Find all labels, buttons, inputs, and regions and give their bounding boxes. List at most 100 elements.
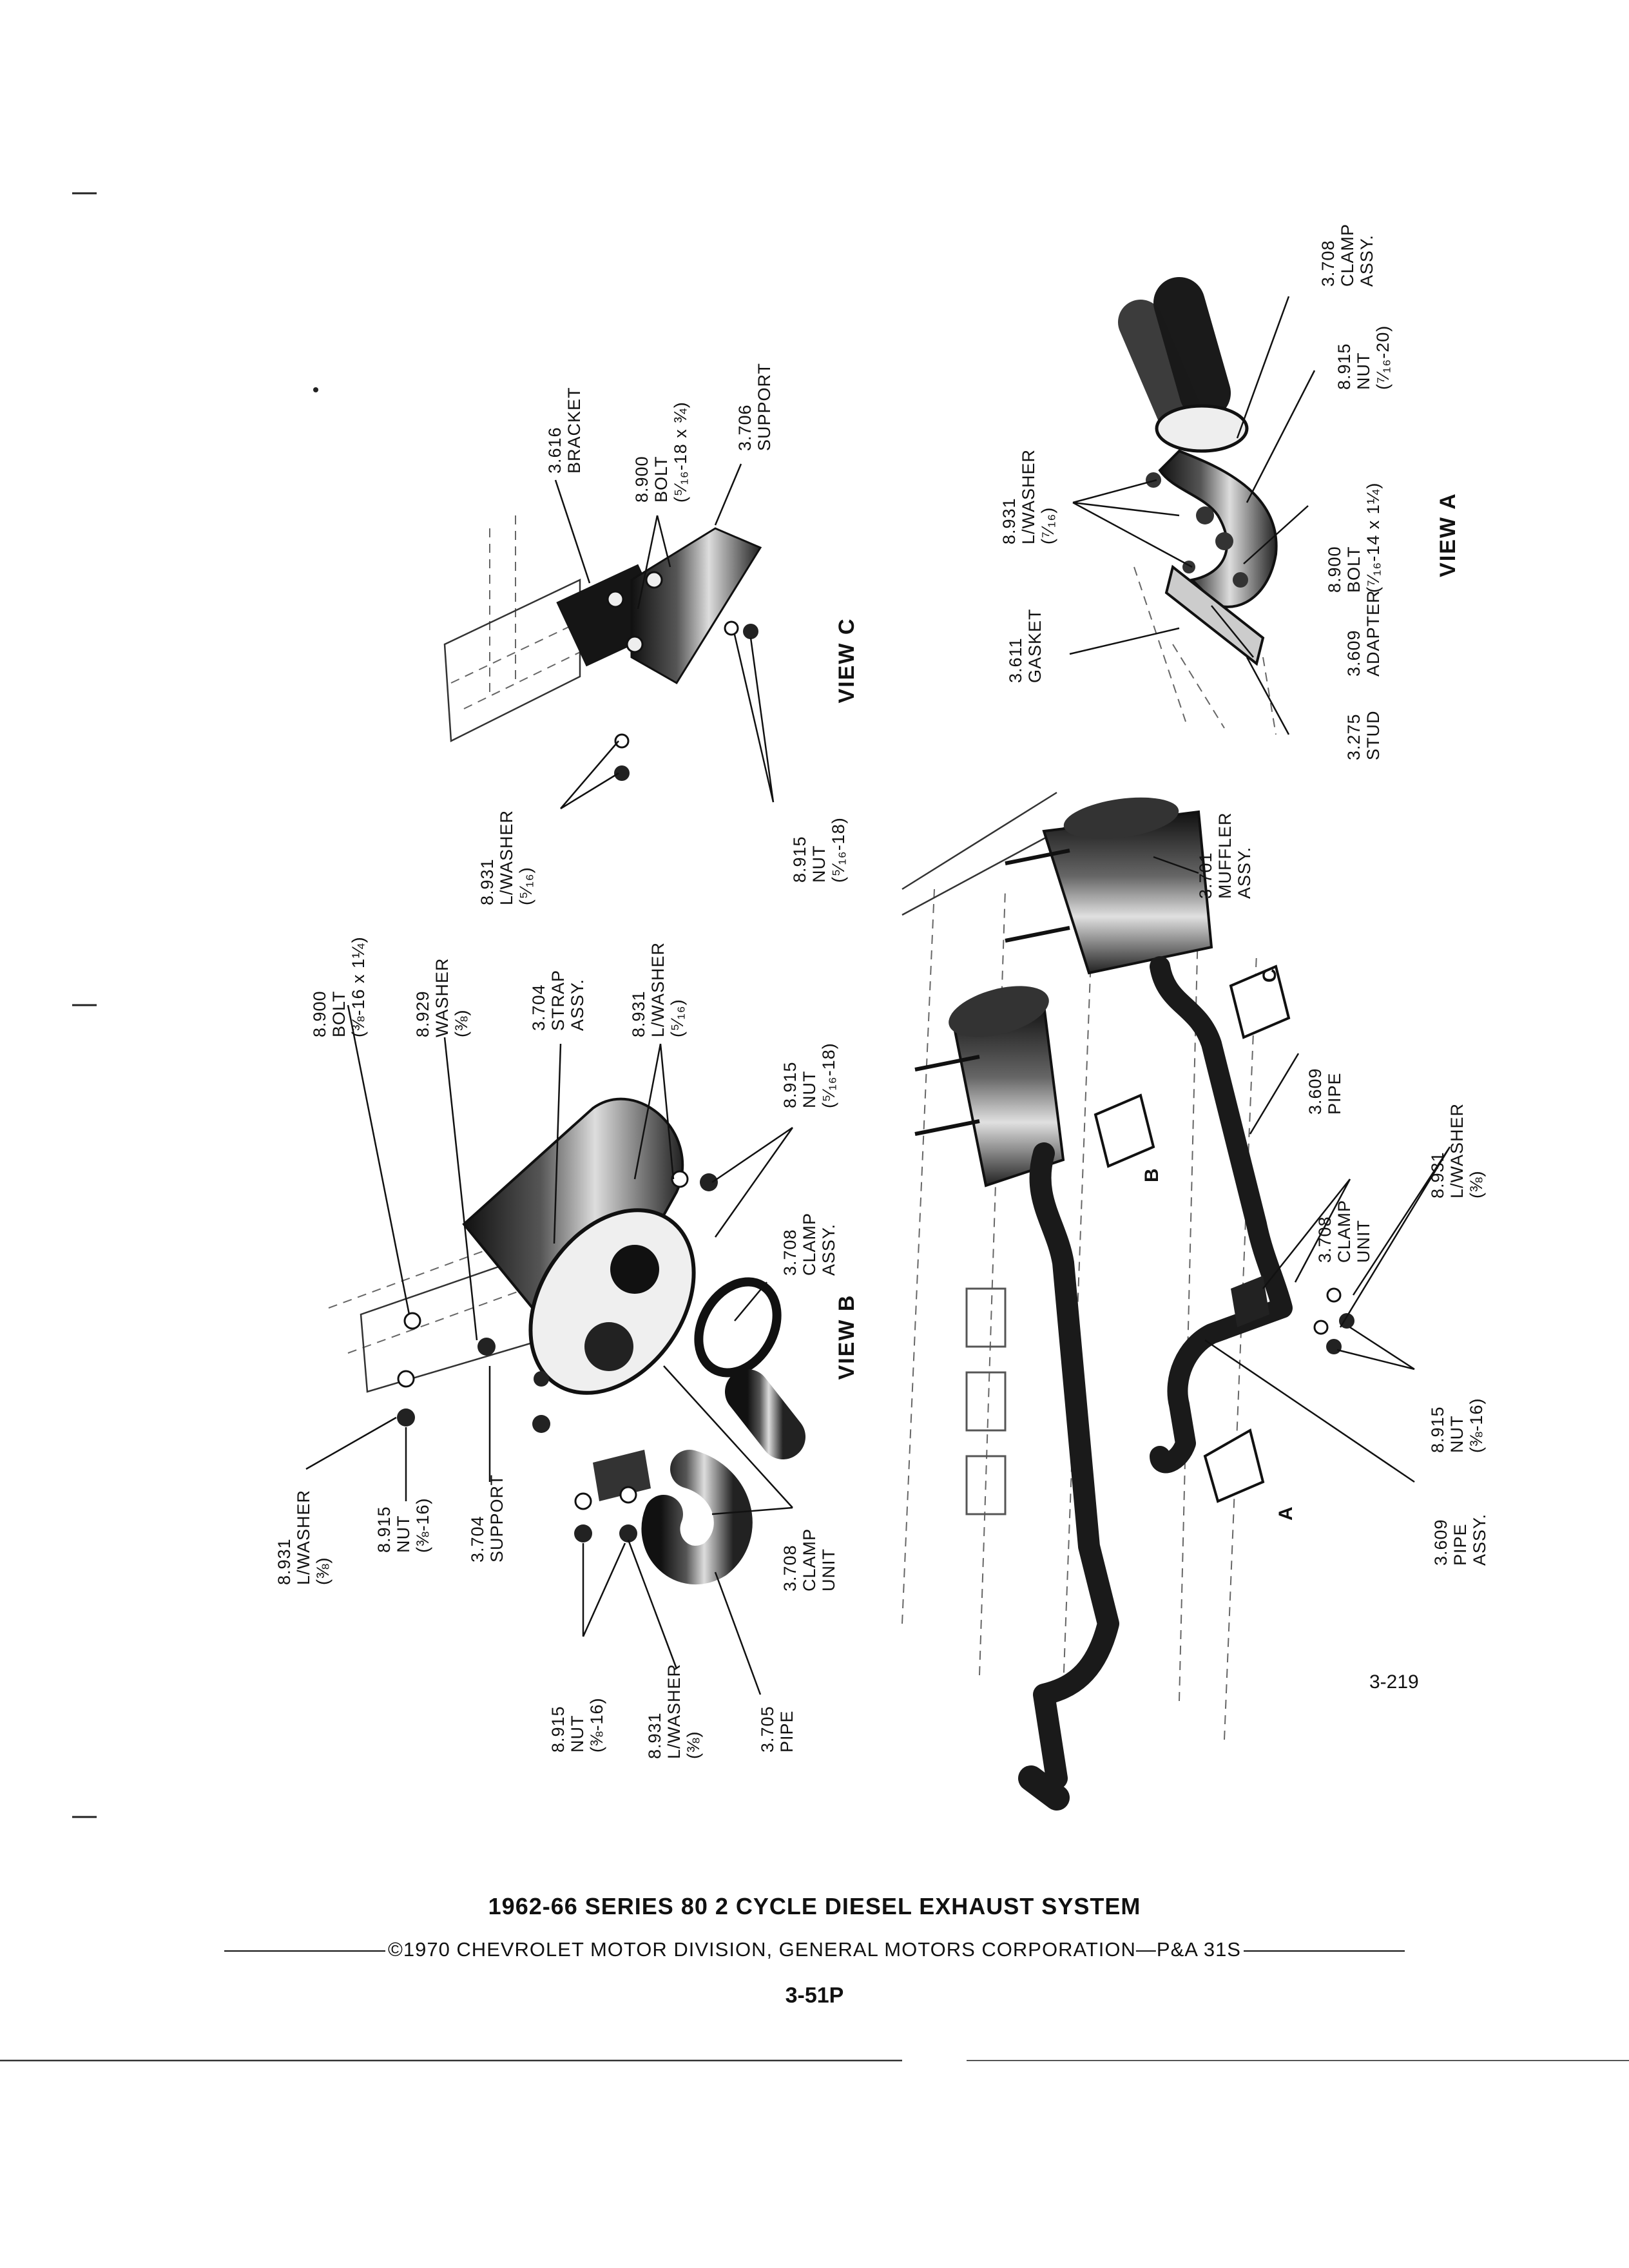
label-line: ASSY. [1470,1514,1489,1566]
label-m-muffler: 3.701MUFFLERASSY. [1196,812,1254,899]
label-line: BOLT [1344,546,1364,593]
label-line: NUT [1447,1416,1467,1454]
label-line: PIPE [1325,1072,1344,1115]
label-line: (⅜-16) [587,1697,606,1753]
arrow-c-shape [1229,965,1291,1039]
label-line: 3.701 [1196,852,1215,899]
label-line: (⅜-16) [413,1497,432,1553]
label-b-lwasher3: 8.931L/WASHER(⅜) [645,1664,703,1759]
label-line: 8.931 [999,497,1019,544]
label-line: 3.705 [758,1706,777,1753]
label-line: 3.708 [1315,1216,1335,1263]
view-a-leaders [1069,296,1316,735]
label-line: 8.900 [1325,546,1344,593]
main-system-leaders [1153,856,1451,1483]
label-line: (⁷⁄₁₆-20) [1373,325,1393,390]
label-line: L/WASHER [1019,449,1038,544]
label-line: 3.609 [1344,629,1364,677]
label-b-clampunit: 3.708CLAMPUNIT [780,1528,838,1591]
label-line: L/WASHER [648,942,668,1037]
label-line: (⅜) [452,1010,471,1038]
view-a-artwork [1118,277,1278,735]
label-line: CLAMP [1335,1200,1354,1263]
main-system-artwork [901,791,1354,1811]
label-line: ASSY. [1235,847,1254,899]
label-line: 8.929 [413,990,432,1037]
figure-number: 3-219 [1369,1671,1419,1693]
label-line: 3.609 [1306,1068,1325,1115]
label-line: (⁵⁄₁₆-18) [819,1043,838,1108]
page-title: 1962-66 SERIES 80 2 CYCLE DIESEL EXHAUST… [488,1893,1141,1919]
view-c-leaders [554,463,775,810]
label-line: ASSY. [1357,235,1376,287]
arrow-b-shape [1094,1093,1155,1168]
label-line: BOLT [651,456,671,503]
copyright-rule-right [1243,1950,1405,1952]
label-line: (⁵⁄₁₆) [668,999,687,1037]
label-line: 3.708 [1318,240,1338,287]
label-a-stud: 3.275STUD [1344,711,1383,761]
margin-marks [72,192,318,1818]
label-line: 8.931 [275,1538,294,1585]
label-c-nut: 8.915NUT(⁵⁄₁₆-18) [790,817,848,883]
label-line: 3.611 [1006,637,1025,683]
view-c-title: VIEW C [834,618,859,704]
label-line: (⅜) [1467,1171,1486,1199]
label-line: L/WASHER [497,810,516,905]
label-a-nut: 8.915NUT(⁷⁄₁₆-20) [1335,325,1393,390]
arrow-a-label: A [1275,1506,1296,1521]
label-line: SUPPORT [755,363,774,451]
label-a-lwasher: 8.931L/WASHER(⁷⁄₁₆) [999,449,1057,544]
label-line: 8.931 [477,858,497,905]
label-a-bolt: 8.900BOLT(⁷⁄₁₆-14 x 1¼) [1325,483,1383,593]
copyright-text: ©1970 CHEVROLET MOTOR DIVISION, GENERAL … [388,1938,1241,1961]
label-line: CLAMP [800,1528,819,1591]
label-line: (⅜) [313,1557,333,1586]
label-b-bolt: 8.900BOLT(⅜-16 x 1¼) [310,936,368,1037]
label-line: SUPPORT [487,1474,506,1562]
label-line: 3.708 [780,1229,800,1276]
label-b-nut1: 8.915NUT(⁵⁄₁₆-18) [780,1043,838,1108]
label-line: PIPE [1451,1523,1470,1566]
label-b-nut2: 8.915NUT(⅜-16) [374,1497,432,1553]
label-line: ASSY. [568,979,587,1031]
label-line: (⁵⁄₁₆-18 x ¾) [671,401,690,503]
label-line: MUFFLER [1215,812,1235,899]
label-line: 3.609 [1431,1519,1451,1566]
label-line: 3.706 [735,404,755,451]
label-line: L/WASHER [664,1664,684,1759]
label-line: NUT [1354,352,1373,390]
label-line: 8.931 [645,1712,664,1759]
view-a-title: VIEW A [1436,492,1460,577]
label-b-washer: 8.929WASHER(⅜) [413,957,471,1037]
page-number: 3-51P [785,1983,844,2008]
label-line: NUT [568,1715,587,1753]
label-line: 3.704 [529,984,548,1031]
label-line: UNIT [819,1548,838,1591]
label-line: NUT [800,1071,819,1109]
label-line: (⁵⁄₁₆) [516,867,535,905]
label-b-lwasher1: 8.931L/WASHER(⁵⁄₁₆) [629,942,687,1037]
label-line: 8.915 [548,1706,568,1753]
label-b-support: 3.704SUPPORT [468,1474,506,1562]
label-line: ADAPTER [1364,590,1383,677]
label-line: (⁷⁄₁₆-14 x 1¼) [1364,483,1383,593]
label-a-clamp: 3.708CLAMPASSY. [1318,224,1376,287]
label-line: WASHER [432,957,452,1037]
label-line: CLAMP [1338,224,1357,287]
label-line: PIPE [777,1710,796,1753]
label-line: (⅜) [684,1731,703,1760]
label-line: STRAP [548,970,568,1031]
label-m-lwasher: 8.931L/WASHER(⅜) [1428,1103,1486,1198]
view-b-leaders [305,1004,794,1695]
label-line: 8.900 [310,990,329,1037]
label-line: L/WASHER [294,1490,313,1585]
label-line: ASSY. [819,1224,838,1276]
arrow-b-label: B [1141,1168,1162,1182]
label-line: 8.931 [629,990,648,1037]
label-m-nut: 8.915NUT(⅜-16) [1428,1398,1486,1453]
label-b-lwasher2: 8.931L/WASHER(⅜) [275,1490,333,1585]
label-line: 8.915 [374,1506,394,1553]
copyright-line: ©1970 CHEVROLET MOTOR DIVISION, GENERAL … [0,1938,1629,1961]
label-b-nut3: 8.915NUT(⅜-16) [548,1697,606,1753]
